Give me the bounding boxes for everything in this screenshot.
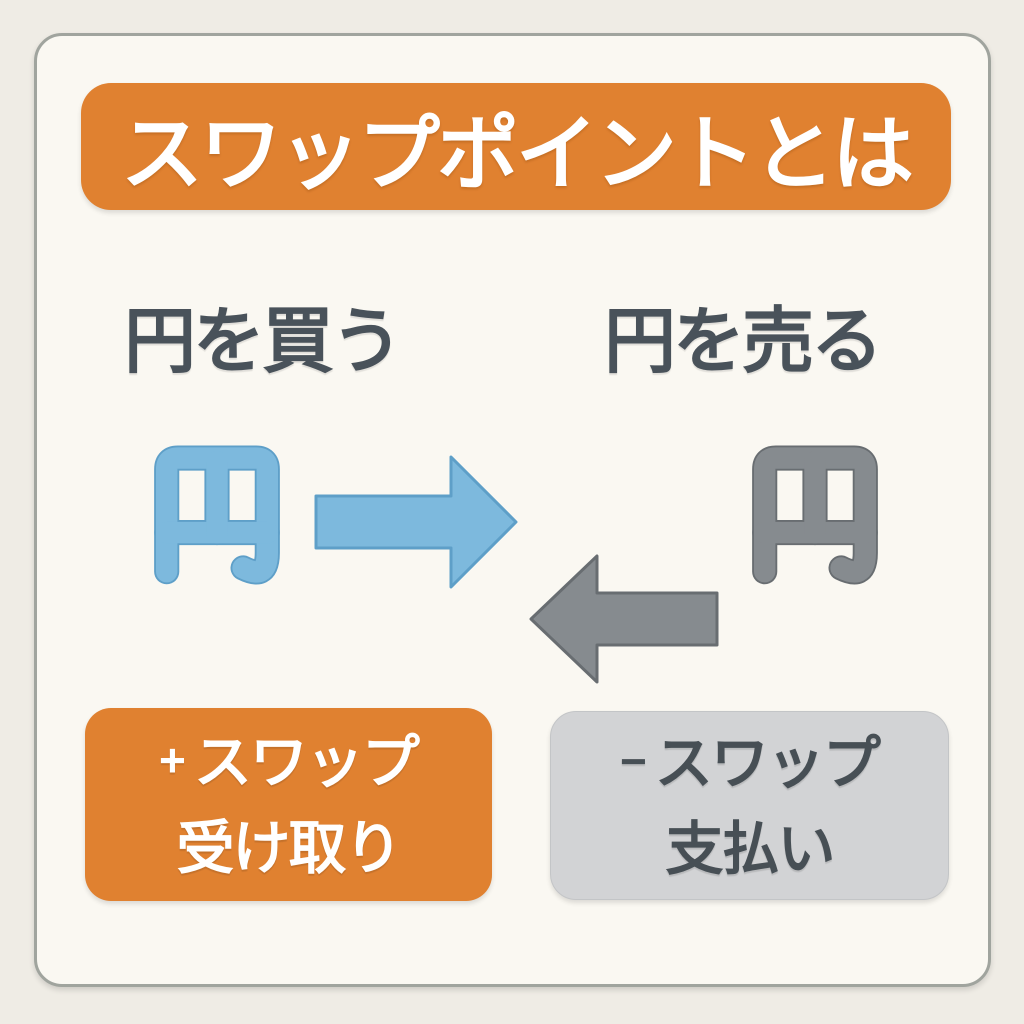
swap-pay-line1: −スワップ [620, 718, 881, 807]
title-banner: スワップポイントとは [81, 83, 951, 210]
yen-symbol-sell-icon [747, 439, 883, 587]
minus-sign: − [620, 735, 647, 787]
sell-direction-left-arrow-icon [529, 554, 719, 684]
buy-yen-label: 円を買う [123, 301, 403, 382]
swap-pay-word: スワップ [654, 731, 881, 796]
swap-receive-line2: 受け取り [176, 816, 402, 881]
swap-pay-line2: 支払い [665, 817, 835, 882]
content-card: スワップポイントとは 円を買う 円を売る +スワップ 受け取り −スワップ 支払… [34, 33, 991, 987]
sell-yen-label: 円を売る [603, 301, 883, 382]
swap-receive-word: スワップ [193, 730, 420, 795]
plus-sign: + [159, 734, 186, 786]
buy-direction-right-arrow-icon [314, 455, 518, 589]
page-title: スワップポイントとは [120, 109, 914, 200]
swap-pay-box: −スワップ 支払い [550, 711, 949, 900]
swap-receive-line1: +スワップ [159, 717, 420, 806]
yen-symbol-buy-icon [149, 439, 285, 587]
swap-receive-box: +スワップ 受け取り [85, 708, 492, 901]
